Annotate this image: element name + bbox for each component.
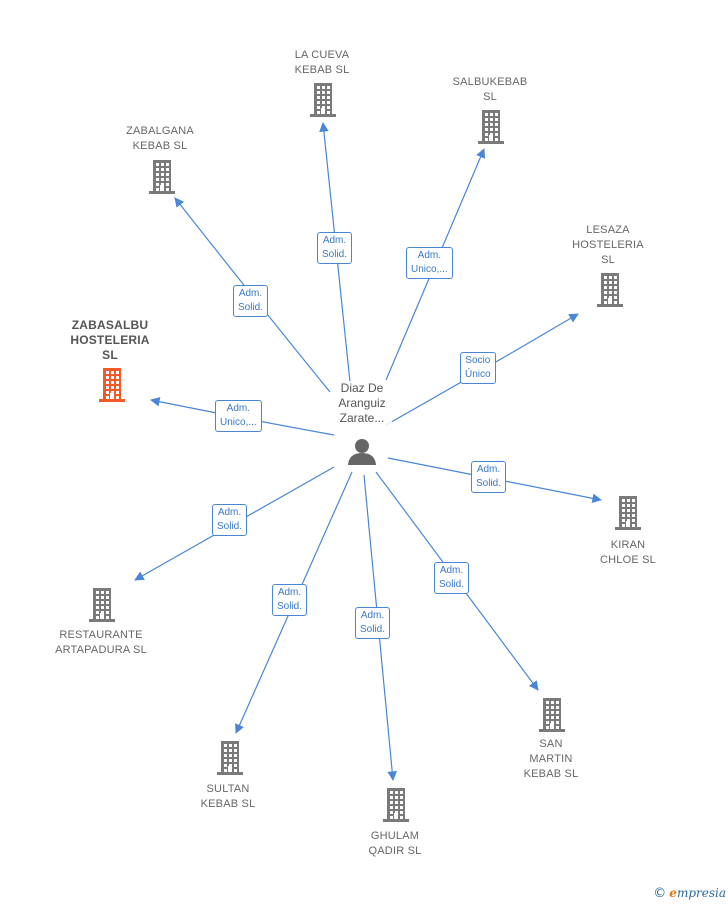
role-box-la-cueva[interactable]: Adm. Solid.	[317, 232, 353, 264]
role-box-zabalgana[interactable]: Adm. Solid.	[233, 285, 269, 317]
role-box-ghulam[interactable]: Adm. Solid.	[355, 607, 391, 639]
role-box-san-martin[interactable]: Adm. Solid.	[434, 562, 470, 594]
company-label-la-cueva[interactable]: LA CUEVA KEBAB SL	[294, 49, 350, 76]
building-icon-ghulam[interactable]	[383, 788, 409, 822]
company-label-salbukebab[interactable]: SALBUKEBAB SL	[452, 76, 528, 103]
role-box-salbukebab[interactable]: Adm. Unico,...	[406, 247, 453, 279]
company-label-ghulam[interactable]: GHULAM QADIR SL	[368, 830, 422, 857]
building-icon-restaurante[interactable]	[89, 588, 115, 622]
company-label-lesaza[interactable]: LESAZA HOSTELERIA SL	[572, 224, 644, 266]
role-box-lesaza[interactable]: Socio Único	[460, 352, 496, 384]
copyright-symbol: ©	[653, 886, 667, 901]
role-box-zabasalbu[interactable]: Adm. Unico,...	[215, 400, 262, 432]
building-icon-san-martin[interactable]	[539, 698, 565, 732]
brand-initial: e	[669, 886, 677, 900]
brand-name: mpresia	[676, 886, 726, 900]
building-icon-sultan[interactable]	[217, 741, 243, 775]
building-icon-zabasalbu[interactable]	[99, 368, 125, 402]
building-icon-kiran[interactable]	[615, 496, 641, 530]
empresia-logo[interactable]: ©empresia	[653, 886, 726, 901]
role-box-kiran[interactable]: Adm. Solid.	[471, 461, 507, 493]
company-label-san-martin[interactable]: SAN MARTIN KEBAB SL	[523, 738, 579, 780]
building-icon-la-cueva[interactable]	[310, 83, 336, 117]
role-box-sultan[interactable]: Adm. Solid.	[272, 584, 308, 616]
building-icon-lesaza[interactable]	[597, 273, 623, 307]
company-label-sultan[interactable]: SULTAN KEBAB SL	[200, 783, 256, 810]
company-label-zabasalbu[interactable]: ZABASALBU HOSTELERIA SL	[70, 318, 150, 362]
person-icon[interactable]	[348, 439, 376, 465]
company-label-kiran[interactable]: KIRAN CHLOE SL	[599, 539, 656, 566]
company-label-zabalgana[interactable]: ZABALGANA KEBAB SL	[126, 125, 194, 152]
building-icon-zabalgana[interactable]	[149, 160, 175, 194]
building-icon-salbukebab[interactable]	[478, 110, 504, 144]
role-box-restaurante[interactable]: Adm. Solid.	[212, 504, 248, 536]
company-label-restaurante[interactable]: RESTAURANTE ARTAPADURA SL	[55, 629, 147, 656]
person-label[interactable]: Diaz De Aranguiz Zarate...	[332, 381, 392, 426]
